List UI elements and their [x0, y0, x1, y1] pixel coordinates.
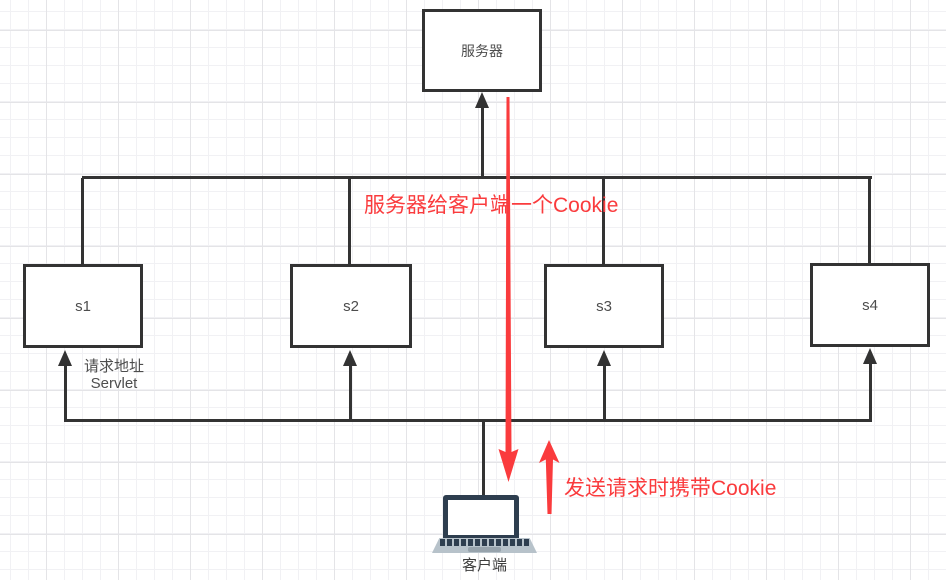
servlet-node-s4: s4 — [810, 263, 930, 347]
arrowhead-s1-icon — [58, 350, 72, 366]
laptop-screen — [443, 495, 519, 538]
servlet-node-s1: s1 — [23, 264, 143, 348]
connector-top-bus — [82, 176, 872, 179]
servlet-s2-label: s2 — [343, 297, 359, 315]
arrowhead-s2-icon — [343, 350, 357, 366]
servlet-node-s3: s3 — [544, 264, 664, 348]
connector-up-s3 — [603, 364, 606, 421]
set-cookie-annotation: 服务器给客户端一个Cookie — [364, 194, 619, 217]
arrowhead-s3-icon — [597, 350, 611, 366]
laptop-keyboard — [440, 539, 529, 546]
connector-up-s2 — [349, 364, 352, 421]
laptop-trackpad — [468, 547, 501, 552]
connector-drop-s3 — [602, 178, 605, 265]
client-label: 客户端 — [461, 557, 507, 574]
connector-drop-s1 — [81, 178, 84, 265]
server-node: 服务器 — [422, 9, 542, 92]
server-label: 服务器 — [461, 42, 503, 59]
connector-up-s1 — [64, 364, 67, 421]
connector-up-s4 — [869, 362, 872, 421]
connector-drop-s4 — [868, 178, 871, 264]
servlet-node-s2: s2 — [290, 264, 412, 348]
connector-drop-s2 — [348, 178, 351, 265]
cookie-request-arrow-icon — [539, 440, 560, 514]
request-address-line1: 请求地址 — [83, 358, 144, 375]
servlet-s4-label: s4 — [862, 296, 878, 314]
laptop-base — [432, 538, 537, 553]
arrowhead-server-icon — [475, 92, 489, 108]
arrowhead-s4-icon — [863, 348, 877, 364]
connector-to-server — [481, 106, 484, 178]
request-address-line2: Servlet — [90, 375, 138, 392]
send-cookie-annotation: 发送请求时携带Cookie — [564, 477, 777, 500]
connector-to-client — [482, 421, 485, 498]
connector-bottom-bus — [64, 419, 872, 422]
servlet-s3-label: s3 — [596, 297, 612, 315]
laptop-icon — [432, 494, 537, 553]
cookie-response-arrow-icon — [498, 97, 519, 482]
request-address-caption: 请求地址 Servlet — [75, 358, 153, 392]
servlet-s1-label: s1 — [75, 297, 91, 315]
